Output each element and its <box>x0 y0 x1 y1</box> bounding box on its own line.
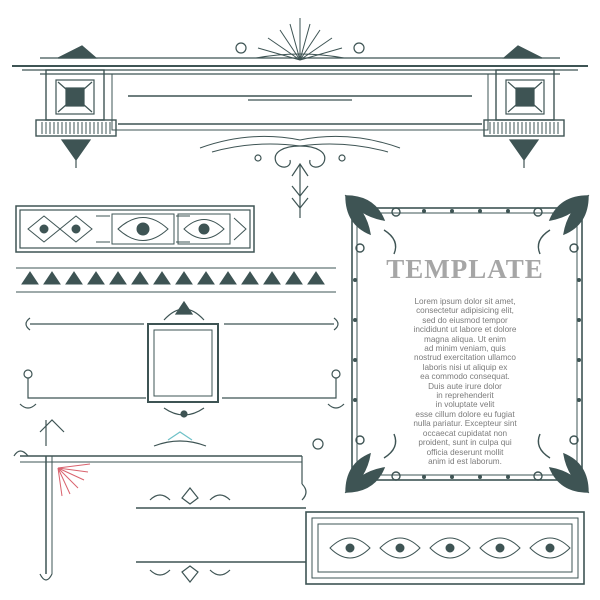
body-line: consectetur adipisicing elit, <box>416 306 514 316</box>
header-corner-right <box>483 69 565 168</box>
template-title: TEMPLATE <box>386 254 544 284</box>
body-line: Duis aute irure dolor <box>428 381 502 391</box>
template-frame <box>344 194 590 494</box>
body-line: nulla pariatur. Excepteur sint <box>413 419 517 429</box>
frame-corner-tr <box>533 194 590 255</box>
fleur-border <box>16 267 336 293</box>
body-line: occaecat cupidatat non <box>422 428 508 438</box>
body-line: proident, sunt in culpa qui <box>418 438 512 448</box>
body-line: anim id est laborum. <box>428 456 502 466</box>
body-line: Lorem ipsum dolor sit amet, <box>414 297 516 306</box>
body-line: laboris nisi ut aliquip ex <box>422 362 508 372</box>
header-corner-left <box>35 69 117 168</box>
divider-top <box>136 487 306 509</box>
body-line: in voluptate velit <box>435 400 495 410</box>
header-ornament <box>12 18 588 218</box>
body-line: ad minim veniam, quis <box>424 344 506 354</box>
body-line: in reprehenderit <box>436 391 494 401</box>
body-line: magna aliqua. Ut enim <box>424 334 506 344</box>
header-flourish <box>199 135 401 218</box>
arabesque-band <box>15 205 255 253</box>
body-line: officia deserunt mollit <box>426 447 504 457</box>
damask-panel <box>305 511 585 585</box>
frame-corner-bl <box>344 433 401 494</box>
corner-frame <box>13 419 324 581</box>
body-line: incididunt ut labore et dolore <box>413 325 517 335</box>
divider-bottom <box>136 561 306 583</box>
body-line: esse cillum dolore eu fugiat <box>415 409 515 419</box>
body-line: sed do eiusmod tempor <box>422 315 508 325</box>
body-line: nostrud exercitation ullamco <box>414 353 516 363</box>
frame-corner-tl <box>344 194 401 255</box>
mirror-frame <box>19 300 345 418</box>
template-body: Lorem ipsum dolor sit amet, consectetur … <box>381 297 549 466</box>
body-line: ea commodo consequat. <box>420 372 510 382</box>
frame-corner-br <box>533 433 590 494</box>
